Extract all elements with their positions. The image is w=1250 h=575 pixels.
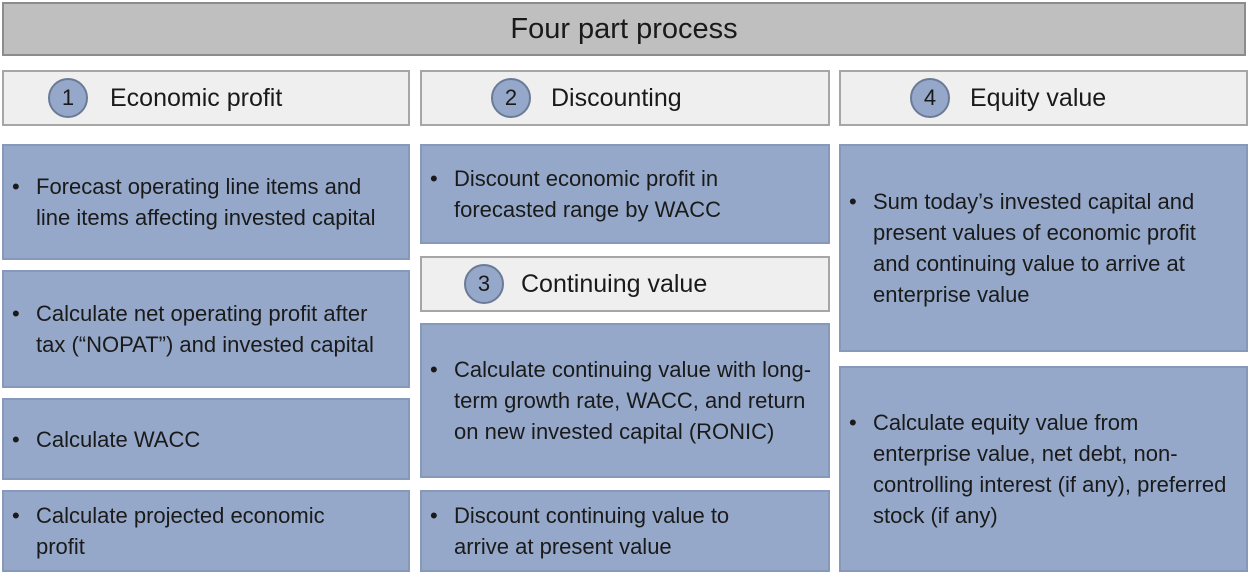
bullet-dot: • bbox=[12, 301, 20, 326]
equity-value-box-2: • Calculate equity value from enterprise … bbox=[839, 366, 1248, 572]
step-header-equity-value: 4 Equity value bbox=[839, 70, 1248, 126]
bullet-text: Calculate net operating profit after tax… bbox=[36, 301, 374, 357]
bullet-text: Calculate equity value from enterprise v… bbox=[873, 410, 1227, 528]
step-header-economic-profit: 1 Economic profit bbox=[2, 70, 410, 126]
step-number-badge: 1 bbox=[48, 78, 88, 118]
economic-profit-box-1: • Forecast operating line items and line … bbox=[2, 144, 410, 260]
step-label: Economic profit bbox=[110, 83, 283, 112]
bullet-dot: • bbox=[12, 426, 20, 452]
step-label: Equity value bbox=[970, 83, 1107, 112]
bullet-dot: • bbox=[12, 503, 20, 528]
step-number-badge: 2 bbox=[491, 78, 531, 118]
equity-value-box-1: • Sum today’s invested capital and presen… bbox=[839, 144, 1248, 352]
bullet-dot: • bbox=[12, 174, 20, 199]
bullet-text: Sum today’s invested capital and present… bbox=[873, 189, 1196, 307]
step-header-discounting: 2 Discounting bbox=[420, 70, 830, 126]
economic-profit-box-3: • Calculate WACC bbox=[2, 398, 410, 480]
bullet-dot: • bbox=[430, 357, 438, 382]
bullet-text: Calculate WACC bbox=[36, 426, 201, 452]
bullet-dot: • bbox=[849, 189, 857, 214]
economic-profit-box-4: • Calculate projected economic profit bbox=[2, 490, 410, 572]
step-header-continuing-value: 3 Continuing value bbox=[420, 256, 830, 312]
step-number-badge: 3 bbox=[464, 264, 504, 304]
bullet-dot: • bbox=[430, 166, 438, 191]
continuing-value-box-2: • Discount continuing value to arrive at … bbox=[420, 490, 830, 572]
bullet-dot: • bbox=[430, 503, 438, 528]
continuing-value-box-1: • Calculate continuing value with long-te… bbox=[420, 323, 830, 478]
bullet-text: Calculate projected economic profit bbox=[36, 503, 325, 559]
step-label: Discounting bbox=[551, 83, 682, 112]
diagram-title: Four part process bbox=[2, 2, 1246, 56]
bullet-text: Discount continuing value to arrive at p… bbox=[454, 503, 730, 559]
step-number-badge: 4 bbox=[910, 78, 950, 118]
bullet-text: Calculate continuing value with long-ter… bbox=[454, 357, 812, 444]
step-label: Continuing value bbox=[521, 269, 708, 298]
bullet-text: Discount economic profit in forecasted r… bbox=[454, 166, 721, 222]
economic-profit-box-2: • Calculate net operating profit after ta… bbox=[2, 270, 410, 388]
bullet-dot: • bbox=[849, 410, 857, 435]
bullet-text: Forecast operating line items and line i… bbox=[36, 174, 376, 230]
discounting-box: • Discount economic profit in forecasted … bbox=[420, 144, 830, 244]
